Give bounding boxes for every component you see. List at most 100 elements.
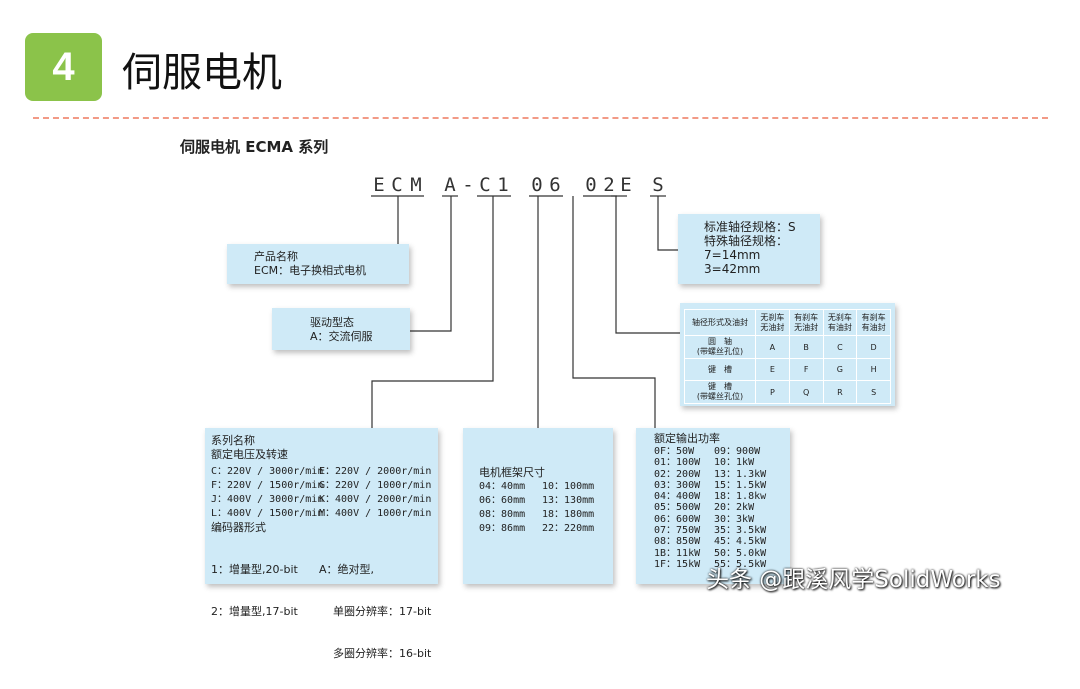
table-cell: S — [856, 380, 891, 404]
section-number-badge: 4 — [25, 33, 102, 101]
table-cell: 圆 轴 (带螺丝孔位) — [684, 335, 756, 359]
rated-option: K：400V / 2000r/min — [319, 494, 432, 505]
series-title: 系列名称 — [211, 434, 255, 447]
power-option: 03：300W — [654, 479, 701, 491]
frame-row: 09：86mm 22：220mm — [479, 522, 613, 536]
frame-size-box: 电机框架尺寸 04：40mm 10：100mm 06：60mm 13：130mm… — [463, 428, 613, 584]
axle-spec-line: 标准轴径规格：S — [704, 220, 796, 234]
rated-option: L：400V / 1500r/min — [211, 508, 324, 519]
power-row: 0F：50W 09：900W — [654, 446, 790, 457]
rated-row: F：220V / 1500r/min G：220V / 1000r/min — [211, 479, 438, 493]
table-header-cell: 有刹车 有油封 — [856, 309, 891, 336]
code-char: 1 — [497, 174, 509, 196]
power-option: 08：850W — [654, 536, 701, 548]
power-option: 04：400W — [654, 491, 701, 503]
code-char: A — [444, 174, 456, 196]
drive-type-desc: A：交流伺服 — [310, 330, 373, 343]
power-option: 15：1.5kW — [714, 479, 767, 491]
code-char: 0 — [531, 174, 543, 196]
diagram-subtitle: 伺服电机 ECMA 系列 — [180, 138, 329, 156]
encoder-title: 编码器形式 — [211, 521, 266, 534]
power-title: 额定输出功率 — [654, 432, 720, 445]
frame-option: 08：80mm — [479, 509, 526, 520]
encoder-option: A：绝对型, — [319, 563, 375, 576]
power-row: 08：850W 45：4.5kW — [654, 536, 790, 547]
frame-option: 18：180mm — [542, 509, 595, 520]
axle-spec-line: 7=14mm — [704, 248, 761, 262]
table-header-cell: 有刹车 无油封 — [788, 309, 824, 336]
rated-option: C：220V / 3000r/min — [211, 466, 324, 477]
frame-option: 22：220mm — [542, 523, 595, 534]
power-option: 10：1kW — [714, 457, 755, 469]
rated-row: L：400V / 1500r/min M：400V / 1000r/min — [211, 507, 438, 521]
table-cell: R — [822, 380, 858, 404]
power-option: 0F：50W — [654, 446, 695, 457]
product-name-desc: ECM：电子换相式电机 — [254, 264, 367, 277]
frame-row: 06：60mm 13：130mm — [479, 494, 613, 508]
table-row: 键 槽 E F G H — [684, 358, 891, 381]
frame-option: 04：40mm — [479, 481, 526, 492]
axle-spec-box: 标准轴径规格：S 特殊轴径规格： 7=14mm 3=42mm — [678, 214, 820, 284]
power-row: 03：300W 15：1.5kW — [654, 480, 790, 491]
frame-option: 06：60mm — [479, 495, 526, 506]
table-row: 圆 轴 (带螺丝孔位) A B C D — [684, 335, 891, 359]
table-header-cell: 无刹车 有油封 — [822, 309, 858, 336]
power-option: 09：900W — [714, 446, 761, 457]
table-cell: F — [788, 358, 824, 381]
table-cell: D — [856, 335, 891, 359]
table-cell: B — [788, 335, 824, 359]
code-char: 6 — [549, 174, 561, 196]
code-char: M — [410, 174, 422, 196]
table-cell: E — [755, 358, 790, 381]
code-char: 0 — [585, 174, 597, 196]
power-option: 07：750W — [654, 525, 701, 537]
frame-option: 10：100mm — [542, 481, 595, 492]
code-char: 2 — [603, 174, 615, 196]
table-row: 键 槽 (带螺丝孔位) P Q R S — [684, 380, 891, 404]
table-header-row: 轴径形式及油封 无刹车 无油封 有刹车 无油封 无刹车 有油封 有刹车 有油封 — [684, 309, 891, 336]
encoder-left: 1：增量型,20-bit 2：增量型,17-bit — [211, 535, 319, 689]
power-option: 20：2kW — [714, 502, 755, 514]
encoder-option: 2：增量型,17-bit — [211, 605, 298, 618]
encoder-option: 多圈分辨率：16-bit — [333, 647, 432, 660]
table-cell: A — [755, 335, 790, 359]
encoder-options: 1：增量型,20-bit 2：增量型,17-bit A：绝对型, 单圈分辨率：1… — [211, 535, 438, 689]
dashed-divider — [33, 117, 1048, 119]
rated-option: J：400V / 3000r/min — [211, 494, 324, 505]
rated-option: G：220V / 1000r/min — [319, 480, 432, 491]
frame-row: 08：80mm 18：180mm — [479, 508, 613, 522]
watermark-text: 头条 @跟溪风学SolidWorks — [706, 567, 1001, 593]
axle-spec-line: 特殊轴径规格： — [704, 234, 789, 248]
power-row: 02：200W 13：1.3kW — [654, 469, 790, 480]
code-char: E — [620, 174, 632, 196]
axle-form-table: 轴径形式及油封 无刹车 无油封 有刹车 无油封 无刹车 有油封 有刹车 有油封 … — [684, 309, 891, 404]
table-cell: 键 槽 — [684, 358, 756, 381]
rated-option: M：400V / 1000r/min — [319, 508, 432, 519]
page-title: 伺服电机 — [122, 50, 282, 96]
power-option: 02：200W — [654, 468, 701, 480]
power-option: 45：4.5kW — [714, 536, 767, 548]
table-cell: 键 槽 (带螺丝孔位) — [684, 380, 756, 404]
power-option: 30：3kW — [714, 513, 755, 525]
frame-option: 09：86mm — [479, 523, 526, 534]
frame-option: 13：130mm — [542, 495, 595, 506]
encoder-right: A：绝对型, 单圈分辨率：17-bit 多圈分辨率：16-bit — [319, 535, 431, 689]
power-option: 06：600W — [654, 513, 701, 525]
rated-row: J：400V / 3000r/min K：400V / 2000r/min — [211, 493, 438, 507]
code-char: C — [479, 174, 491, 196]
drive-type-box: 驱动型态 A：交流伺服 — [272, 308, 410, 350]
axle-spec-line: 3=42mm — [704, 262, 761, 276]
code-char: S — [652, 174, 664, 196]
power-option: 35：3.5kW — [714, 525, 767, 537]
power-option: 55：5.5kW — [714, 558, 767, 570]
connector-lines — [371, 195, 680, 428]
power-option: 13：1.3kW — [714, 468, 767, 480]
table-header-cell: 轴径形式及油封 — [684, 309, 756, 336]
table-cell: G — [822, 358, 858, 381]
power-option: 50：5.0kW — [714, 547, 767, 559]
code-char: C — [391, 174, 403, 196]
series-box: 系列名称 额定电压及转速 C：220V / 3000r/min E：220V /… — [205, 428, 438, 660]
